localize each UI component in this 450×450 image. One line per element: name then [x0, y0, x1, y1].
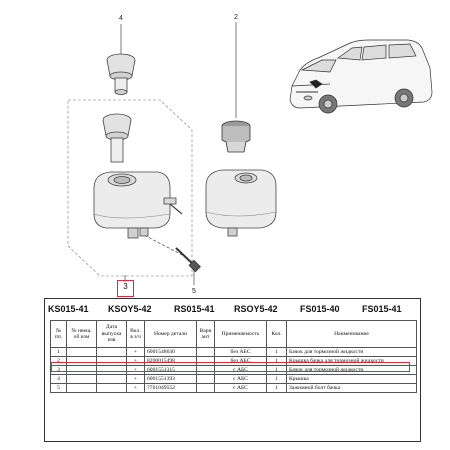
cell: без АБС — [214, 347, 267, 357]
parts-table: № пп. № ивещ. об изм Дата выпуска изв Вк… — [50, 320, 417, 393]
parts-sheet — [44, 298, 421, 442]
cell — [196, 347, 215, 357]
cap-assembled — [102, 113, 132, 163]
catalog-codes-row: KS015-41 KSOY5-42 RS015-41 RSOY5-42 FS01… — [48, 304, 418, 316]
catalog-code: RS015-41 — [174, 304, 215, 314]
cell — [96, 383, 127, 393]
cell: 1 — [50, 347, 67, 357]
column-header: Дата выпуска изв — [96, 320, 127, 348]
table-header-row: № пп. № ивещ. об изм Дата выпуска изв Вк… — [50, 320, 417, 348]
catalog-code: KS015-41 — [48, 304, 89, 314]
column-header: Применяемость — [214, 320, 267, 348]
callout-leader — [139, 232, 189, 259]
cell: + — [126, 374, 145, 384]
column-header: № пп. — [50, 320, 67, 348]
catalog-code: RSOY5-42 — [234, 304, 278, 314]
table-row[interactable]: 4 + 6001551393 с АБС 1 Крышка — [50, 374, 417, 384]
cell — [66, 374, 97, 384]
callout-3-highlight — [117, 280, 134, 297]
cell: с АБС — [214, 374, 267, 384]
cell: 4 — [50, 374, 67, 384]
cell — [96, 347, 127, 357]
cell: Бачок для тормозной жидкости — [286, 347, 417, 357]
column-header: Наименование — [286, 320, 417, 348]
cell: 7701049552 — [144, 383, 197, 393]
cell — [96, 374, 127, 384]
catalog-code: KSOY5-42 — [108, 304, 152, 314]
cap-part-2 — [221, 120, 251, 153]
callout-3: 3 — [123, 282, 128, 291]
cell: + — [126, 347, 145, 357]
cell: 6001548630 — [144, 347, 197, 357]
assembly-frame — [67, 99, 193, 277]
cell — [66, 383, 97, 393]
column-header: Вкл. в з/ч — [126, 320, 145, 348]
column-header: Вари ант — [196, 320, 215, 348]
catalog-code: FS015-41 — [362, 304, 402, 314]
cell: 1 — [266, 383, 287, 393]
cell: 1 — [266, 347, 287, 357]
bolt-part-5 — [175, 247, 201, 273]
cell: + — [126, 383, 145, 393]
cell — [196, 374, 215, 384]
cell — [66, 347, 97, 357]
cap-part-4 — [106, 53, 136, 95]
parts-drawing: 4 2 5 — [67, 14, 433, 295]
column-header: Кол. — [266, 320, 287, 348]
reservoir-part-3 — [93, 171, 183, 239]
cell: с АБС — [214, 383, 267, 393]
callout-4: 4 — [119, 15, 123, 22]
catalog-code: FS015-40 — [300, 304, 340, 314]
column-header: № ивещ. об изм — [66, 320, 97, 348]
cell — [196, 383, 215, 393]
table-row[interactable]: 1 + 6001548630 без АБС 1 Бачок для тормо… — [50, 347, 417, 357]
reservoir-part-1 — [205, 169, 277, 237]
callout-5: 5 — [192, 288, 196, 295]
cell: Зажимной болт бачка — [286, 383, 417, 393]
cell: 1 — [266, 374, 287, 384]
cell: 6001551393 — [144, 374, 197, 384]
column-header: Номер детали — [144, 320, 197, 348]
vehicle-illustration — [289, 39, 433, 114]
callout-2: 2 — [234, 14, 238, 21]
table-row[interactable]: 5 + 7701049552 с АБС 1 Зажимной болт бач… — [50, 383, 417, 393]
cell: 5 — [50, 383, 67, 393]
selected-row-highlight — [51, 362, 410, 372]
cell: Крышка — [286, 374, 417, 384]
